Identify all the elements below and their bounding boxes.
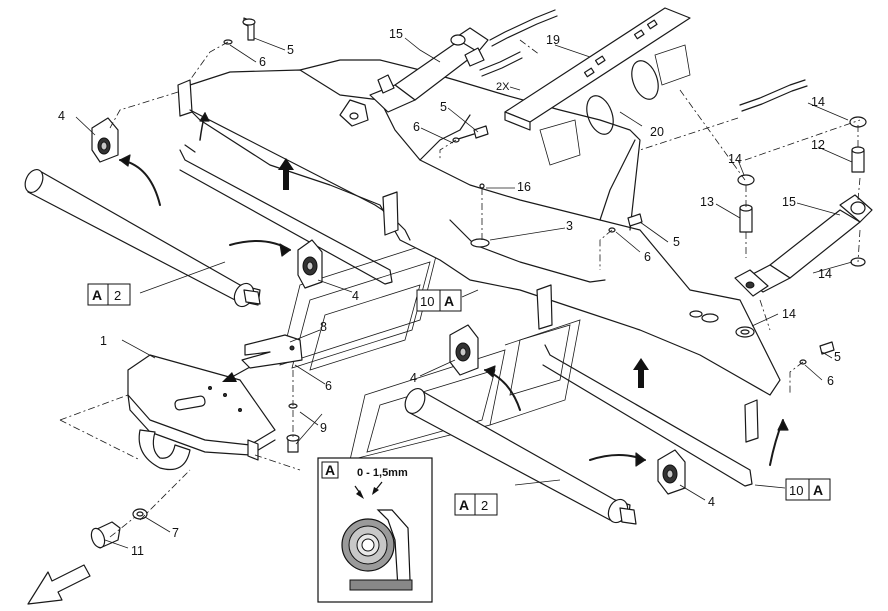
callout-5: 5 bbox=[834, 350, 841, 364]
ref-letter: A bbox=[813, 482, 823, 498]
ref-number: 2 bbox=[481, 498, 488, 513]
bearing-mid-left bbox=[297, 239, 323, 289]
hydraulic-cylinder-top bbox=[369, 9, 558, 113]
pull-arrow bbox=[222, 366, 251, 382]
leader-lines bbox=[75, 37, 853, 549]
ghost-clamp-mounts bbox=[539, 44, 691, 166]
callout-6: 6 bbox=[259, 55, 266, 69]
spacers-washers bbox=[737, 116, 867, 267]
ref-number: 10 bbox=[789, 483, 803, 498]
drawbar-plate bbox=[127, 354, 276, 471]
bearing-mid-right bbox=[449, 324, 479, 376]
ref-number: 2 bbox=[114, 288, 121, 303]
motion-arrows bbox=[119, 112, 789, 467]
up-arrows bbox=[278, 158, 649, 388]
ref-box-a2-right: A 2 bbox=[454, 493, 498, 516]
callout-5: 5 bbox=[287, 43, 294, 57]
callout-14: 14 bbox=[728, 152, 742, 166]
callout-6: 6 bbox=[644, 250, 651, 264]
callout-4: 4 bbox=[58, 109, 65, 123]
main-frame bbox=[177, 59, 781, 487]
bearing-bottom-right bbox=[657, 449, 686, 495]
bolts-and-washers bbox=[90, 17, 835, 549]
callout-4: 4 bbox=[708, 495, 715, 509]
callout-5: 5 bbox=[440, 100, 447, 114]
callout-4: 4 bbox=[410, 371, 417, 385]
detail-letter: A bbox=[325, 462, 335, 478]
callout-14: 14 bbox=[782, 307, 796, 321]
callout-3: 3 bbox=[566, 219, 573, 233]
ref-box-a2-left: A 2 bbox=[87, 283, 131, 306]
callout-20: 20 bbox=[650, 125, 664, 139]
hydraulic-cylinder-right bbox=[734, 79, 873, 338]
direction-arrow bbox=[27, 564, 91, 605]
detail-view-a: A 0 - 1,5mm bbox=[317, 457, 433, 603]
callout-15: 15 bbox=[782, 195, 796, 209]
callout-8: 8 bbox=[320, 320, 327, 334]
callout-6: 6 bbox=[325, 379, 332, 393]
bearing-top-left bbox=[91, 117, 119, 163]
ref-letter: A bbox=[92, 287, 102, 303]
ref-box-10a-right: 10 A bbox=[785, 478, 831, 501]
quantity-note: 2X bbox=[496, 81, 510, 93]
right-roller bbox=[404, 388, 637, 525]
callout-9: 9 bbox=[320, 421, 327, 435]
callout-16: 16 bbox=[517, 180, 531, 194]
clearance-spec: 0 - 1,5mm bbox=[357, 467, 408, 479]
callout-4: 4 bbox=[352, 289, 359, 303]
callout-14: 14 bbox=[818, 267, 832, 281]
callout-11: 11 bbox=[131, 544, 144, 558]
callout-15: 15 bbox=[389, 27, 403, 41]
callout-6: 6 bbox=[413, 120, 420, 134]
hose-clamps-20 bbox=[586, 60, 659, 135]
callout-5: 5 bbox=[673, 235, 680, 249]
assembly-centerlines bbox=[59, 39, 861, 538]
callout-13: 13 bbox=[700, 195, 714, 209]
mount-bracket-19 bbox=[504, 7, 691, 131]
callout-7: 7 bbox=[172, 526, 179, 540]
callout-1: 1 bbox=[100, 334, 107, 348]
ref-letter: A bbox=[459, 497, 469, 513]
callout-12: 12 bbox=[811, 138, 825, 152]
ref-box-10a-mid: 10 A bbox=[416, 289, 462, 312]
callout-19: 19 bbox=[546, 33, 560, 47]
ref-number: 10 bbox=[420, 294, 434, 309]
callout-6: 6 bbox=[827, 374, 834, 388]
callout-14: 14 bbox=[811, 95, 825, 109]
callout-numbers: 5 6 15 4 19 2X 20 5 6 14 12 14 13 15 14 … bbox=[58, 27, 841, 558]
ref-letter: A bbox=[444, 293, 454, 309]
left-roller bbox=[24, 169, 261, 308]
